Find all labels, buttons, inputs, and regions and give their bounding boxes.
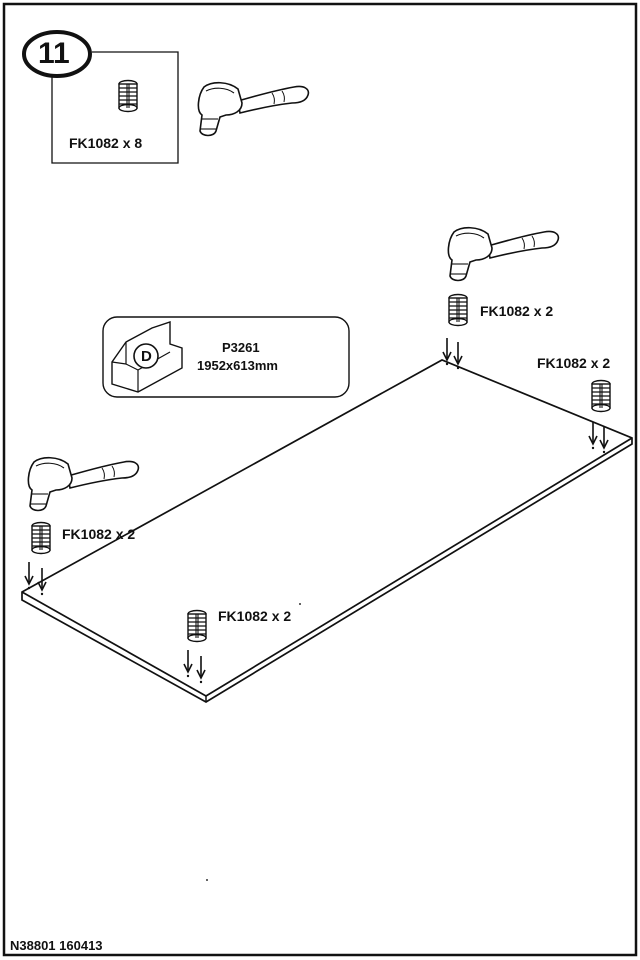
callout-bottom-middle: FK1082 x 2 <box>218 608 292 624</box>
dowel-icon <box>31 521 51 555</box>
callout-right: FK1082 x 2 <box>537 355 611 371</box>
dowel-icon <box>187 609 207 643</box>
part-letter-circle <box>133 343 159 369</box>
dowel-icon <box>118 79 138 113</box>
panel-icon <box>111 321 183 393</box>
dowel-icon <box>591 379 611 413</box>
step-number: 11 <box>38 37 70 70</box>
part-letter: D <box>141 348 152 365</box>
callout-left: FK1082 x 2 <box>62 526 136 542</box>
parts-box-quantity: FK1082 x 8 <box>69 135 143 151</box>
document-code: N38801 160413 <box>10 938 103 953</box>
part-code: P3261 <box>222 340 260 355</box>
hammer-icon <box>447 226 560 282</box>
panel-board <box>21 359 633 703</box>
hammer-icon <box>197 81 310 137</box>
hammer-icon <box>27 456 140 512</box>
part-dimensions: 1952x613mm <box>197 358 278 373</box>
arrow-down-icon <box>24 561 34 591</box>
dowel-icon <box>448 293 468 327</box>
callout-top-right: FK1082 x 2 <box>480 303 554 319</box>
parts-box <box>51 51 179 164</box>
step-number-badge <box>22 30 92 78</box>
